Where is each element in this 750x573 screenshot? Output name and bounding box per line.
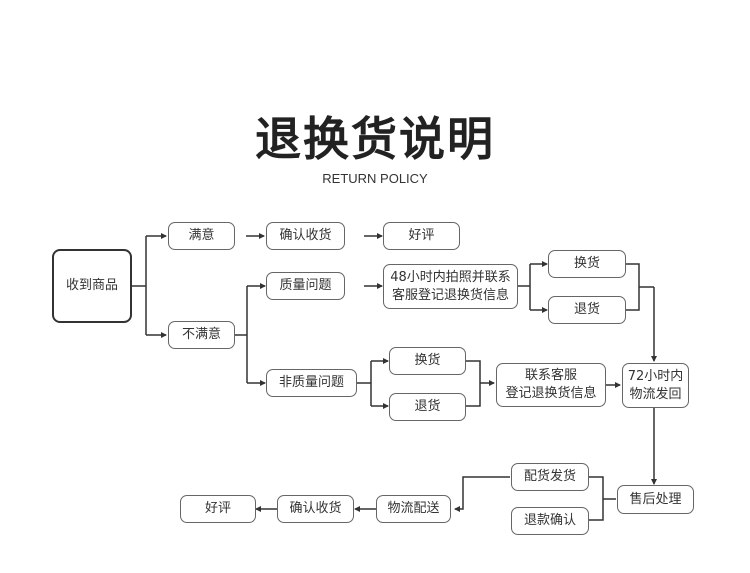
node-return-1: 退货: [548, 296, 626, 324]
node-unsatisfied: 不满意: [168, 321, 235, 349]
node-confirm-receipt-1: 确认收货: [266, 222, 345, 250]
connector-nonquality-split: [357, 361, 372, 406]
node-return-2: 退货: [389, 393, 466, 421]
node-logistics: 物流配送: [376, 495, 451, 523]
node-ship-back: 72小时内 物流发回: [622, 363, 689, 408]
node-reship: 配货发货: [511, 463, 589, 491]
connector-merge-1: [626, 263, 654, 311]
node-non-quality-issue: 非质量问题: [266, 369, 357, 397]
node-quality-issue: 质量问题: [266, 272, 345, 300]
node-photo-contact: 48小时内拍照并联系 客服登记退换货信息: [383, 264, 518, 309]
connector-received-split: [132, 236, 147, 335]
node-satisfied: 满意: [168, 222, 235, 250]
node-good-review-1: 好评: [383, 222, 460, 250]
node-contact-service: 联系客服 登记退换货信息: [496, 363, 606, 407]
node-confirm-receipt-2: 确认收货: [277, 495, 354, 523]
node-exchange-2: 换货: [389, 347, 466, 375]
connector-unsatisfied-split: [235, 286, 248, 383]
connector-photo-split: [518, 264, 531, 310]
page-title: 退换货说明: [255, 112, 495, 166]
page-subtitle: RETURN POLICY: [322, 171, 428, 186]
node-after-sales: 售后处理: [617, 485, 694, 514]
node-good-review-2: 好评: [180, 495, 256, 523]
arrow-to-logistics: [454, 476, 510, 512]
node-received: 收到商品: [52, 249, 132, 323]
node-exchange-1: 换货: [548, 250, 626, 278]
node-refund-confirm: 退款确认: [511, 507, 589, 535]
connector-after-sales-split: [589, 476, 616, 521]
connector-merge-2: [466, 360, 481, 407]
